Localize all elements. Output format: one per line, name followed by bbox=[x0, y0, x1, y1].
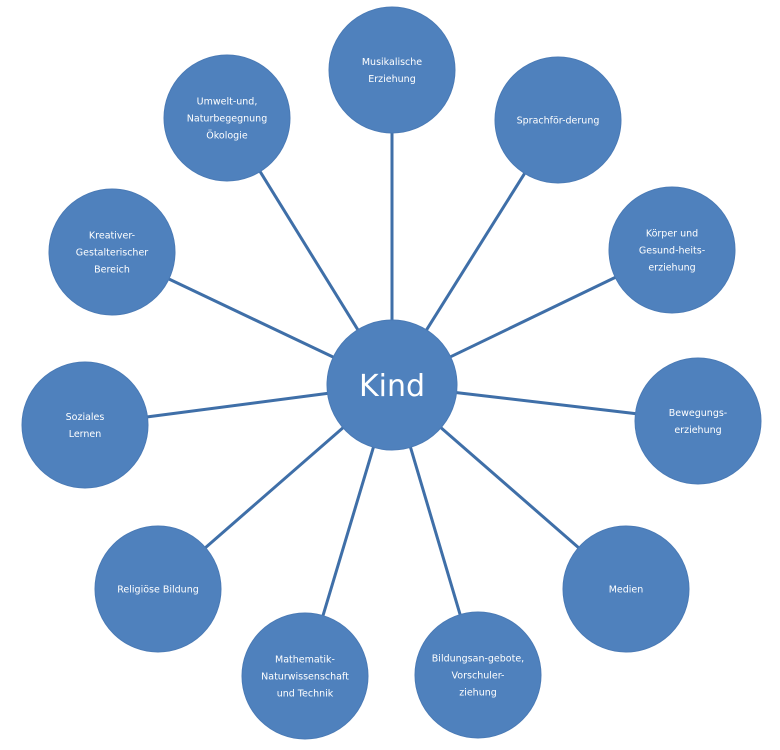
connectors-group bbox=[147, 133, 636, 617]
connector-koerper-gesundheitserziehung bbox=[449, 276, 616, 359]
connector-kreativer-gestalterischer-bereich bbox=[168, 277, 334, 359]
node-label-line: Erziehung bbox=[368, 74, 415, 85]
node-label-line: Musikalische bbox=[362, 57, 422, 68]
node-label-line: Gesund-heits- bbox=[639, 246, 705, 257]
connector-religioese-bildung bbox=[204, 426, 344, 549]
node-label-line: Naturwissenschaft bbox=[261, 672, 349, 683]
node-circle bbox=[163, 54, 291, 182]
node-medien: Medien bbox=[562, 525, 690, 653]
node-label-line: erziehung bbox=[648, 263, 695, 274]
node-label-line: Medien bbox=[609, 585, 644, 596]
node-circle bbox=[634, 357, 762, 485]
node-circle bbox=[494, 56, 622, 184]
node-label-line: Vorschuler- bbox=[452, 671, 505, 682]
node-label-line: Sprachför-derung bbox=[517, 116, 600, 127]
node-label-line: Religiöse Bildung bbox=[117, 585, 199, 596]
node-circle bbox=[94, 525, 222, 653]
node-mathematik-naturwissenschaft-technik: Mathematik- Naturwissenschaft und Technik bbox=[241, 612, 369, 740]
connector-umwelt-naturbegegnung-oekologie bbox=[258, 170, 360, 331]
connector-bildungsangebote-vorschulerziehung bbox=[409, 446, 462, 616]
node-religioese-bildung: Religiöse Bildung bbox=[94, 525, 222, 653]
node-label-line: Kreativer- bbox=[89, 231, 135, 242]
node-bewegungserziehung: Bewegungs-erziehung bbox=[634, 357, 762, 485]
node-bildungsangebote-vorschulerziehung: Bildungsan-gebote, Vorschuler-ziehung bbox=[414, 611, 542, 739]
connector-soziales-lernen bbox=[147, 391, 328, 419]
connector-medien bbox=[440, 426, 580, 549]
connector-bewegungserziehung bbox=[456, 391, 636, 416]
node-label-line: Bildungsan-gebote, bbox=[432, 654, 524, 665]
node-label-line: ziehung bbox=[459, 688, 497, 699]
node-label-line: erziehung bbox=[674, 425, 721, 436]
nodes-group: MusikalischeErziehungSprachför-derungKör… bbox=[21, 6, 762, 740]
center-circle bbox=[326, 319, 458, 451]
node-circle bbox=[21, 361, 149, 489]
node-label-line: Mathematik- bbox=[275, 655, 335, 666]
node-circle bbox=[241, 612, 369, 740]
connector-sprachfoerderung bbox=[425, 172, 526, 331]
node-circle bbox=[608, 186, 736, 314]
node-label-line: und Technik bbox=[277, 689, 334, 700]
node-label-line: Ökologie bbox=[206, 131, 248, 142]
node-circle bbox=[562, 525, 690, 653]
node-label-line: Lernen bbox=[69, 429, 102, 440]
node-label-line: Naturbegegnung bbox=[187, 114, 267, 125]
node-label-line: Gestalterischer bbox=[76, 248, 148, 259]
center-node: Kind bbox=[326, 319, 458, 451]
connector-mathematik-naturwissenschaft-technik bbox=[321, 446, 375, 617]
node-label-line: Soziales bbox=[66, 412, 105, 423]
node-label-line: Bereich bbox=[94, 265, 130, 276]
node-label-line: Umwelt-und, bbox=[197, 97, 258, 108]
node-circle bbox=[328, 6, 456, 134]
node-label-line: Körper und bbox=[646, 229, 698, 240]
node-circle bbox=[48, 188, 176, 316]
node-sprachfoerderung: Sprachför-derung bbox=[494, 56, 622, 184]
node-circle bbox=[414, 611, 542, 739]
center-label: Kind bbox=[359, 369, 425, 404]
node-label-line: Bewegungs- bbox=[669, 408, 727, 419]
